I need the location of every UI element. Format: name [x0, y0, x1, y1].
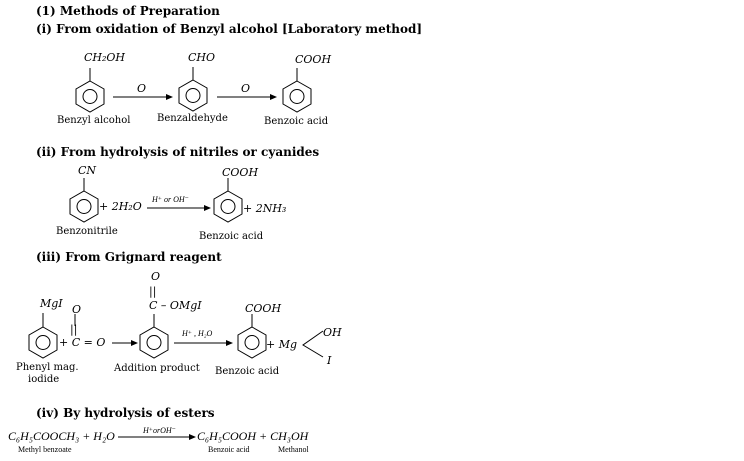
name-benzonitrile: Benzonitrile	[56, 226, 118, 237]
substituent-cooh-2: COOH	[222, 166, 259, 179]
benzene-ring-phenyl-mag-iodide	[28, 313, 58, 359]
method2-heading: (ii) From hydrolysis of nitriles or cyan…	[36, 145, 320, 159]
arrow-label-h-or-oh: H⁺ or OH⁻	[152, 195, 189, 204]
arrow1-label: O	[137, 82, 147, 95]
double-bond-mid: ||	[149, 285, 157, 298]
group-oh: OH	[323, 326, 342, 339]
name-methanol: Methanol	[278, 445, 309, 454]
name-iodide: iodide	[28, 374, 60, 385]
substituent-mgi: MgI	[40, 297, 63, 310]
substituent-c-omgi: C – OMgI	[149, 299, 202, 312]
name-benzoic-acid-2: Benzoic acid	[199, 231, 264, 242]
oxygen-top-mid: O	[151, 270, 161, 283]
method4-heading: (iv) By hydrolysis of esters	[36, 406, 215, 420]
atom-iodine: I	[327, 354, 332, 367]
name-benzaldehyde: Benzaldehyde	[157, 113, 228, 124]
substituent-cooh-1: COOH	[295, 53, 332, 66]
name-benzoic-acid-1: Benzoic acid	[264, 116, 329, 127]
reagent-2h2o: + 2H₂O	[99, 200, 142, 213]
benzene-ring-benzoic-acid-2	[213, 178, 243, 223]
benzene-ring-benzaldehyde	[178, 67, 208, 112]
arrow2-label: O	[241, 82, 251, 95]
benzene-ring-benzonitrile	[69, 178, 99, 223]
name-benzoic-acid-4: Benzoic acid	[208, 445, 250, 454]
benzene-ring-addition-product	[139, 314, 169, 359]
name-benzyl-alcohol: Benzyl alcohol	[57, 115, 131, 126]
mg-bond-lines	[302, 330, 324, 358]
name-phenyl-mag: Phenyl mag.	[16, 362, 79, 373]
substituent-ch2oh: CH₂OH	[84, 51, 126, 64]
method1-heading: (i) From oxidation of Benzyl alcohol [La…	[36, 22, 423, 36]
substituent-cn: CN	[78, 164, 97, 177]
substituent-cho: CHO	[188, 51, 216, 64]
benzene-ring-benzoic-acid-1	[282, 68, 312, 113]
benzene-ring-benzoic-acid-3	[237, 314, 267, 359]
reagent-plus-mg: + Mg	[266, 338, 298, 351]
name-addition-product: Addition product	[114, 363, 200, 374]
reagent-c-eq-o: + C = O	[59, 336, 106, 349]
method3-heading: (iii) From Grignard reagent	[36, 250, 222, 264]
reagent-2nh3: + 2NH₃	[243, 202, 287, 215]
name-benzoic-acid-3: Benzoic acid	[215, 366, 280, 377]
substituent-cooh-3: COOH	[245, 302, 282, 315]
oxygen-top-left: O	[72, 303, 82, 316]
section-title: (1) Methods of Preparation	[36, 4, 220, 18]
equation-rhs: C₆H₅COOH + CH₃OH	[197, 429, 309, 443]
arrow-label-h-or-oh-ester: H⁺orOH⁻	[143, 426, 176, 435]
equation-lhs: C₆H₅COOCH₃ + H₂O	[8, 429, 115, 443]
double-bond-left: ||	[70, 323, 78, 336]
benzene-ring-benzyl-alcohol	[75, 68, 105, 113]
arrow-label-h-h2o: H⁺ , H₂O	[182, 329, 213, 338]
name-methyl-benzoate: Methyl benzoate	[18, 445, 72, 454]
